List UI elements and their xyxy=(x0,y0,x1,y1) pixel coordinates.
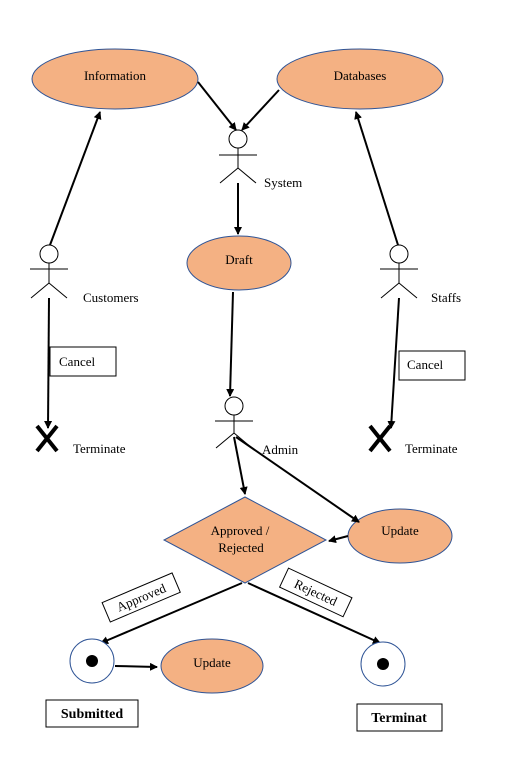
admin-to-update-arrow xyxy=(235,436,360,523)
databases-label: Databases xyxy=(334,68,387,83)
decision-diamond: Approved / Rejected xyxy=(162,496,328,584)
admin-actor: Admin xyxy=(215,396,299,457)
submitted-label: Submitted xyxy=(61,707,123,722)
update-admin-node: Update xyxy=(347,508,453,564)
submitted-end-state xyxy=(69,638,115,684)
cancel-left-label: Cancel xyxy=(59,354,95,369)
information-to-system-arrow xyxy=(197,81,237,131)
rejected-tag: Rejected xyxy=(278,567,353,618)
update-admin-label: Update xyxy=(381,523,419,538)
update-submitted-label: Update xyxy=(193,655,231,670)
staffs-label: Staffs xyxy=(431,290,461,305)
databases-node: Databases xyxy=(276,48,444,110)
system-actor: System xyxy=(219,129,302,190)
terminate-right-label: Terminate xyxy=(405,441,458,456)
update-submitted-node: Update xyxy=(160,638,264,694)
customers-label: Customers xyxy=(83,290,139,305)
customers-to-terminate-arrow xyxy=(44,297,53,429)
connectors xyxy=(44,81,400,671)
cancel-right-label: Cancel xyxy=(407,357,443,372)
terminat-label: Terminat xyxy=(371,711,427,726)
databases-to-system-arrow xyxy=(241,89,280,131)
terminate-x-right xyxy=(368,424,392,453)
submitted-to-update-arrow xyxy=(114,662,158,671)
draft-to-admin-arrow xyxy=(226,291,235,397)
submitted-box: Submitted xyxy=(45,699,139,728)
decision-to-terminat-arrow xyxy=(247,582,381,644)
admin-to-decision-arrow xyxy=(233,436,248,495)
cancel-box-right: Cancel xyxy=(398,350,466,381)
terminate-x-left xyxy=(35,424,59,453)
admin-label: Admin xyxy=(262,442,299,457)
terminat-end-state xyxy=(360,641,406,687)
decision-label-line1: Approved / xyxy=(211,523,270,538)
approved-label: Approved xyxy=(114,580,168,614)
staffs-actor: Staffs xyxy=(380,244,461,305)
staffs-to-databases-arrow xyxy=(354,111,399,246)
decision-to-submitted-arrow xyxy=(100,582,243,644)
draft-label: Draft xyxy=(225,252,253,267)
update-to-decision-arrow xyxy=(328,535,349,544)
cancel-box-left: Cancel xyxy=(49,346,117,377)
terminate-left-label: Terminate xyxy=(73,441,126,456)
draft-node: Draft xyxy=(186,235,292,291)
decision-label-line2: Rejected xyxy=(218,540,264,555)
information-label: Information xyxy=(84,68,147,83)
customers-actor: Customers xyxy=(30,244,139,305)
approved-tag: Approved xyxy=(101,572,181,623)
terminat-box: Terminat xyxy=(356,703,443,732)
system-label: System xyxy=(264,175,302,190)
staffs-to-terminate-arrow xyxy=(387,297,400,429)
customers-to-information-arrow xyxy=(49,111,102,246)
information-node: Information xyxy=(31,48,199,110)
